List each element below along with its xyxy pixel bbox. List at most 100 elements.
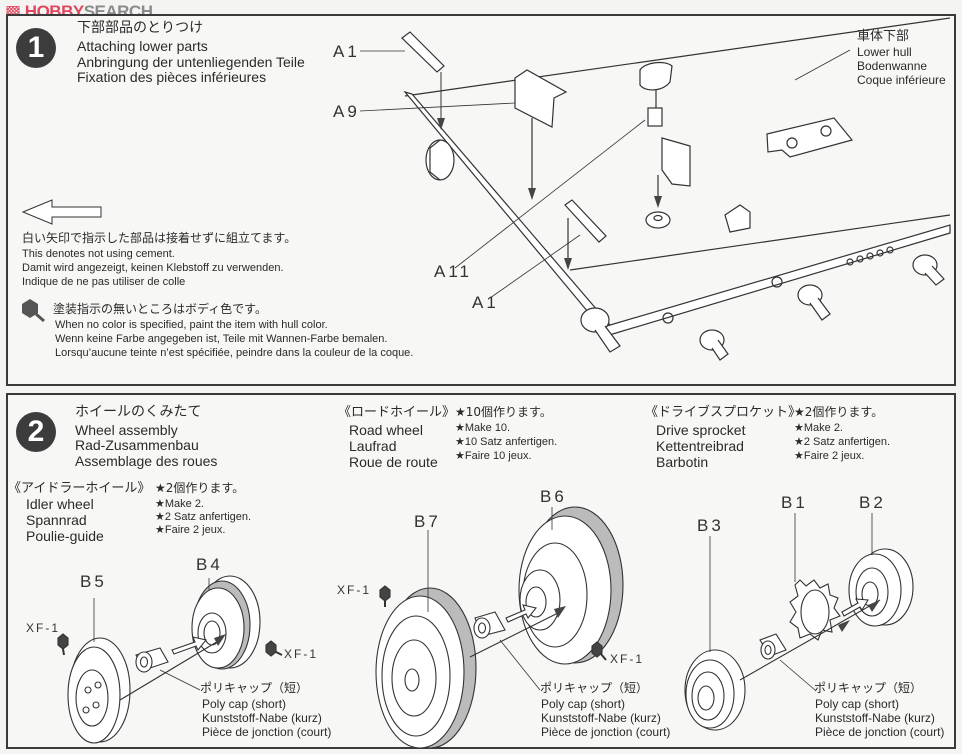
polycap-label-3-fr: Pièce de jonction (court) xyxy=(815,725,945,739)
idler-wheel-make-en: ★Make 2. xyxy=(155,498,204,510)
sprocket-wheel-b3 xyxy=(684,649,746,731)
hull-top-edge xyxy=(404,17,951,97)
road-wheel-name-en: Road wheel xyxy=(349,422,423,438)
part-label-b6: B6 xyxy=(540,487,567,506)
part-label-b3: B3 xyxy=(697,516,724,535)
paint-callout-xf1-b7: XF-1 xyxy=(337,583,372,597)
paint-jar-icon xyxy=(22,299,45,323)
sprocket-wheel-b2 xyxy=(848,548,914,627)
paint-callout-xf1-b5: XF-1 xyxy=(26,621,61,635)
step2-title-fr: Assemblage des roues xyxy=(75,453,218,469)
road-wheel-make-jp: ★10個作ります。 xyxy=(455,405,552,419)
idler-wheel-b5 xyxy=(67,637,131,744)
part-label-b7: B7 xyxy=(414,512,441,531)
part-label-b1: B1 xyxy=(781,493,808,512)
idler-wheel-make-jp: ★2個作ります。 xyxy=(155,481,245,495)
part-a11 xyxy=(639,61,673,91)
idler-wheel-name-jp: 《アイドラーホイール》 xyxy=(8,481,151,496)
paint-note-fr: Lorsqu’aucune teinte n’est spécifiée, pe… xyxy=(55,347,414,359)
step1-title-fr: Fixation des pièces inférieures xyxy=(77,69,267,85)
idler-wheel-make-de: ★2 Satz anfertigen. xyxy=(155,511,252,523)
white-arrow-icon xyxy=(21,199,102,225)
polycap-1 xyxy=(135,647,169,673)
road-wheel-mount-holes xyxy=(846,246,894,266)
sprocket-ring-b1 xyxy=(789,579,841,641)
hull-label-de: Bodenwanne xyxy=(857,59,928,73)
drive-sprocket-make-de: ★2 Satz anfertigen. xyxy=(794,436,891,448)
part-a1-top xyxy=(401,31,445,73)
paint-jar-icon xyxy=(57,633,69,656)
no-cement-note-en: This denotes not using cement. xyxy=(22,248,175,260)
polycap-label-3-de: Kunststoff-Nabe (kurz) xyxy=(815,711,935,725)
white-arrow-icon xyxy=(171,636,207,655)
step2-title-jp: ホイールのくみたて xyxy=(75,404,202,420)
road-wheel-make-fr: ★Faire 10 jeux. xyxy=(455,450,532,462)
road-wheel-name-de: Laufrad xyxy=(349,438,397,454)
drive-sprocket-make-fr: ★Faire 2 jeux. xyxy=(794,450,865,462)
idler-wheel-b4 xyxy=(191,575,261,670)
suspension-axles xyxy=(580,254,945,361)
drive-sprocket-name-jp: 《ドライブスプロケット》 xyxy=(645,405,802,420)
road-wheel-make-de: ★10 Satz anfertigen. xyxy=(455,436,558,448)
paint-note-jp: 塗装指示の無いところはボディ色です。 xyxy=(53,302,267,316)
step1-number-badge: 1 xyxy=(16,28,56,68)
polycap-label-3-jp: ポリキャップ（短） xyxy=(814,681,923,695)
paint-note-de: Wenn keine Farbe angegeben ist, Teile mi… xyxy=(55,333,388,345)
polycap-label-2-fr: Pièce de jonction (court) xyxy=(541,725,671,739)
polycap-label-1-fr: Pièce de jonction (court) xyxy=(202,725,332,739)
road-wheel-make-en: ★Make 10. xyxy=(455,422,511,434)
paint-jar-icon xyxy=(379,585,391,607)
drive-sprocket-name-fr: Barbotin xyxy=(656,454,709,470)
hull-bottom-edge xyxy=(569,214,951,271)
part-a9 xyxy=(514,69,568,128)
road-wheel-b7 xyxy=(375,587,477,749)
part-label-b5: B5 xyxy=(80,572,107,591)
paint-note-en: When no color is specified, paint the it… xyxy=(55,319,328,331)
hull-label-jp: 車体下部 xyxy=(857,29,910,44)
part-label-b4: B4 xyxy=(196,555,223,574)
polycap-3 xyxy=(759,633,787,660)
paint-callout-xf1-b6: XF-1 xyxy=(610,652,645,666)
no-cement-note-de: Damit wird angezeigt, keinen Klebstoff z… xyxy=(22,262,284,274)
step2-title-de: Rad-Zusammenbau xyxy=(75,437,199,453)
road-wheel-name-jp: 《ロードホイール》 xyxy=(338,405,456,420)
step1-title-de: Anbringung der untenliegenden Teile xyxy=(77,54,305,70)
part-label-b2: B2 xyxy=(859,493,886,512)
part-label-a11: A11 xyxy=(434,262,472,281)
drive-sprocket-name-de: Kettentreibrad xyxy=(656,438,744,454)
drive-sprocket-make-en: ★Make 2. xyxy=(794,422,843,434)
polycap-label-2-jp: ポリキャップ（短） xyxy=(540,681,649,695)
road-wheel-name-fr: Roue de route xyxy=(349,454,438,470)
polycap-label-1-de: Kunststoff-Nabe (kurz) xyxy=(202,711,322,725)
part-a1-bottom xyxy=(564,199,607,243)
white-arrow-icon xyxy=(841,598,869,617)
polycap-label-1-jp: ポリキャップ（短） xyxy=(200,681,309,695)
road-wheel-b6 xyxy=(518,506,624,665)
step2-number-badge: 2 xyxy=(16,412,56,452)
part-label-a1-top: A1 xyxy=(333,42,360,61)
idler-wheel-name-en: Idler wheel xyxy=(26,496,94,512)
polycap-label-2-de: Kunststoff-Nabe (kurz) xyxy=(541,711,661,725)
drive-sprocket-name-en: Drive sprocket xyxy=(656,422,746,438)
polycap-label-3-en: Poly cap (short) xyxy=(815,697,900,711)
step1-title-jp: 下部部品のとりつけ xyxy=(77,20,204,36)
hull-label-en: Lower hull xyxy=(857,45,912,59)
paint-jar-icon xyxy=(265,640,283,657)
paint-jar-icon xyxy=(591,641,607,661)
socket xyxy=(661,137,691,187)
part-label-a9: A9 xyxy=(333,102,360,121)
polycap-label-2-en: Poly cap (short) xyxy=(541,697,626,711)
step1-panel xyxy=(6,14,956,386)
drive-sprocket-make-jp: ★2個作ります。 xyxy=(794,405,884,419)
hull-label-fr: Coque inférieure xyxy=(857,73,946,87)
white-arrow-icon xyxy=(505,604,537,623)
step1-title-en: Attaching lower parts xyxy=(77,38,208,54)
access-plate xyxy=(766,117,854,158)
paint-callout-xf1-b4: XF-1 xyxy=(284,647,319,661)
no-cement-note-jp: 白い矢印で指示した部品は接着せずに組立てます。 xyxy=(22,231,297,245)
step2-title-en: Wheel assembly xyxy=(75,422,178,438)
step2-panel xyxy=(6,393,956,749)
